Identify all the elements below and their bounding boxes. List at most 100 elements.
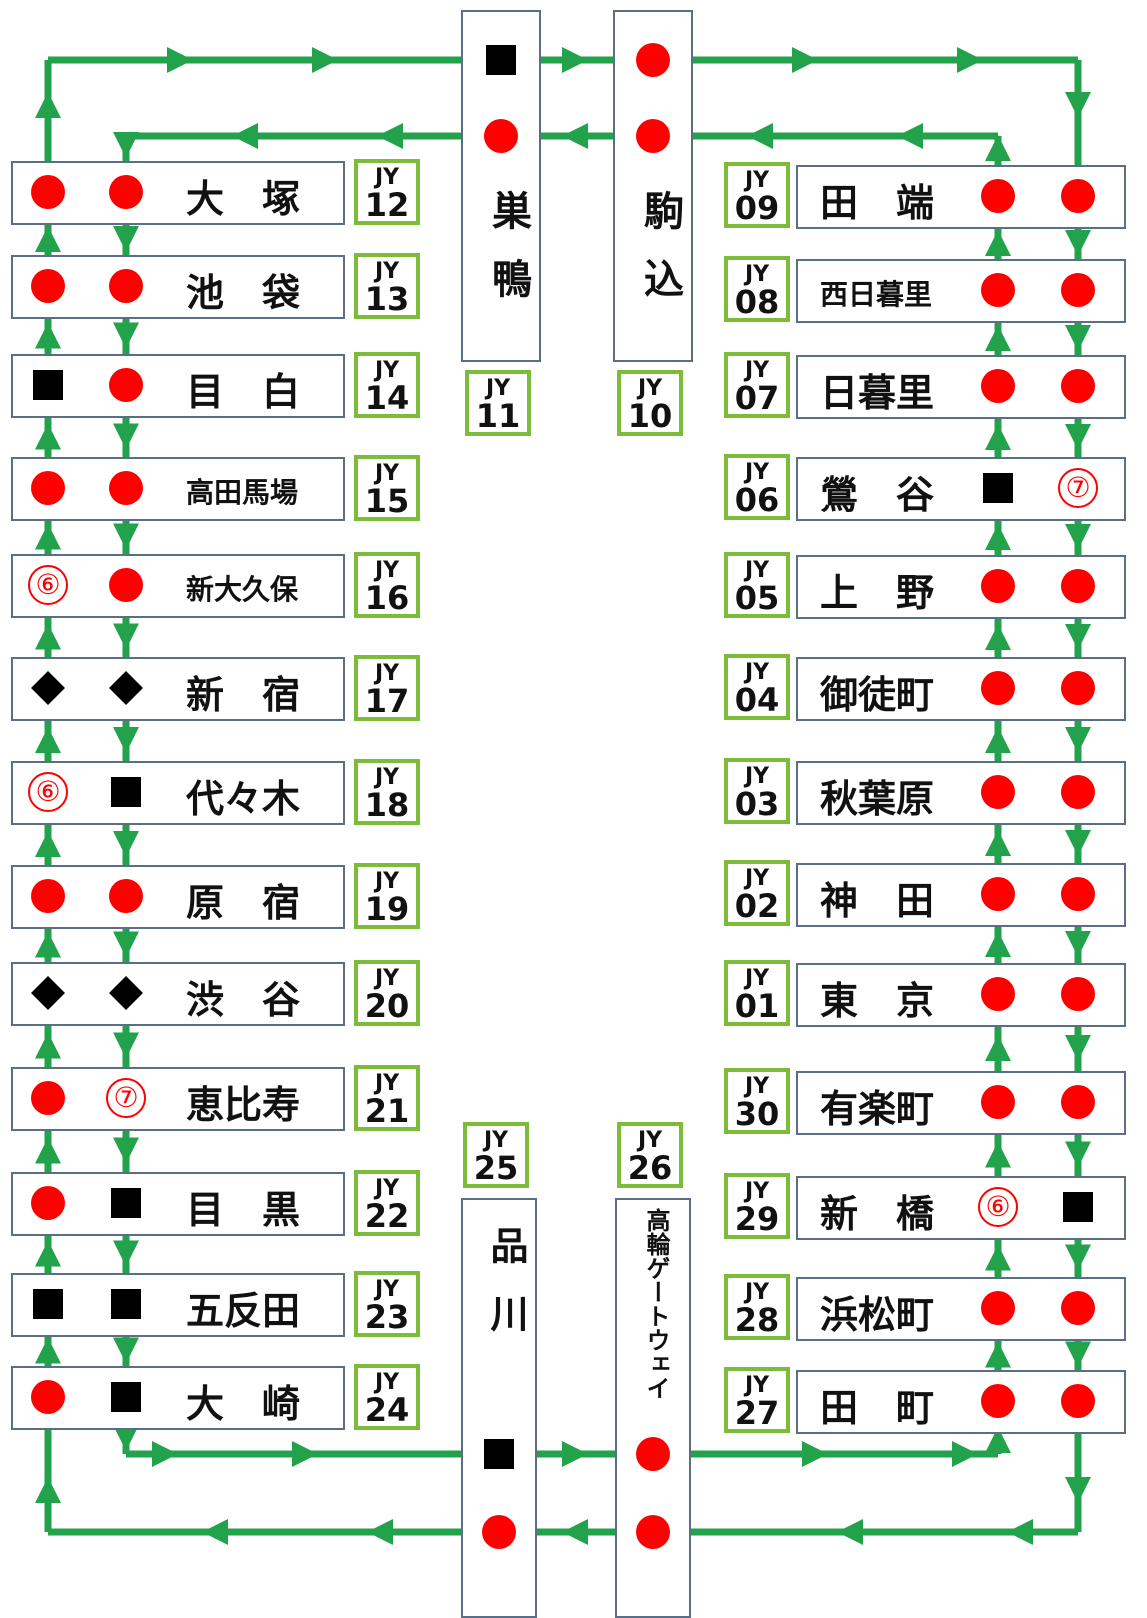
station-name: 東 京 xyxy=(820,979,935,1024)
code-number: 04 xyxy=(734,681,780,719)
red-dot-icon xyxy=(1061,179,1095,213)
arrow-down-icon xyxy=(113,226,139,252)
arrow-down-icon xyxy=(1065,424,1091,450)
black-square-icon xyxy=(983,473,1013,503)
circled-number-icon: ⑥ xyxy=(978,1187,1018,1227)
code-prefix: JY xyxy=(374,869,400,894)
code-number: 11 xyxy=(475,397,521,435)
circled-number-icon: ⑦ xyxy=(1058,468,1098,508)
code-prefix: JY xyxy=(744,1373,770,1398)
red-dot-icon xyxy=(1061,1085,1095,1119)
station-box xyxy=(11,255,345,319)
red-dot-icon xyxy=(482,1515,516,1549)
arrow-down-icon xyxy=(1065,1035,1091,1061)
arrow-down-icon xyxy=(113,831,139,857)
arrow-left-icon xyxy=(232,123,258,149)
arrow-down-icon xyxy=(113,623,139,650)
red-dot-icon xyxy=(31,175,65,209)
arrow-right-icon xyxy=(167,47,193,73)
code-prefix: JY xyxy=(744,1074,770,1099)
red-dot-icon xyxy=(981,1291,1015,1325)
arrow-up-icon xyxy=(985,1141,1011,1168)
station-box xyxy=(11,457,345,521)
arrow-down-icon xyxy=(1065,931,1091,957)
arrow-up-icon xyxy=(35,92,61,118)
red-dot-icon xyxy=(31,1186,65,1220)
station-box xyxy=(11,1273,345,1337)
black-square-icon xyxy=(33,370,63,400)
red-dot-icon xyxy=(109,568,143,602)
arrow-right-icon xyxy=(312,47,338,73)
red-dot-icon xyxy=(31,1081,65,1115)
arrow-right-icon xyxy=(952,1441,978,1467)
code-prefix: JY xyxy=(374,1071,400,1096)
code-number: 24 xyxy=(364,1391,410,1429)
code-prefix: JY xyxy=(744,558,770,583)
code-prefix: JY xyxy=(374,165,400,190)
station-name: 浜松町 xyxy=(820,1293,935,1338)
arrow-down-icon xyxy=(1065,325,1091,351)
arrow-up-icon xyxy=(985,325,1011,351)
red-dot-icon xyxy=(1061,369,1095,403)
code-prefix: JY xyxy=(744,660,770,685)
arrow-up-icon xyxy=(35,523,61,550)
code-prefix: JY xyxy=(744,966,770,991)
arrow-left-icon xyxy=(897,123,923,149)
arrow-up-icon xyxy=(35,727,61,753)
arrow-down-icon xyxy=(1065,92,1091,118)
arrow-down-icon xyxy=(113,931,139,958)
red-dot-icon xyxy=(1061,1291,1095,1325)
station-name: 日暮里 xyxy=(820,371,935,416)
code-prefix: JY xyxy=(374,358,400,383)
station-box xyxy=(796,555,1126,619)
arrow-up-icon xyxy=(35,831,61,857)
station-box xyxy=(11,865,345,929)
station-name: 巣鴨 xyxy=(485,190,531,326)
arrow-down-icon xyxy=(1065,624,1091,650)
code-number: 25 xyxy=(473,1149,519,1187)
arrow-down-icon xyxy=(113,1240,139,1267)
arrow-down-icon xyxy=(113,1137,139,1164)
black-square-icon xyxy=(111,1188,141,1218)
red-dot-icon xyxy=(981,877,1015,911)
station-name: 上 野 xyxy=(820,571,935,616)
station-box xyxy=(11,962,345,1026)
arrow-right-icon xyxy=(152,1441,178,1467)
black-square-icon xyxy=(111,1289,141,1319)
arrow-up-icon xyxy=(35,1337,61,1364)
red-dot-icon xyxy=(1061,671,1095,705)
code-prefix: JY xyxy=(744,168,770,193)
arrow-left-icon xyxy=(377,123,403,149)
arrow-left-icon xyxy=(747,123,773,149)
arrow-left-icon xyxy=(837,1519,863,1545)
code-prefix: JY xyxy=(374,461,400,486)
code-number: 21 xyxy=(364,1092,410,1130)
code-prefix: JY xyxy=(744,358,770,383)
arrow-down-icon xyxy=(113,423,139,450)
station-name: 渋 谷 xyxy=(186,978,301,1023)
arrow-up-icon xyxy=(35,623,61,650)
arrow-right-icon xyxy=(792,47,818,73)
red-dot-icon xyxy=(981,273,1015,307)
arrow-up-icon xyxy=(35,1477,61,1503)
arrow-left-icon xyxy=(202,1519,228,1545)
arrow-right-icon xyxy=(292,1441,318,1467)
black-square-icon xyxy=(111,777,141,807)
arrow-right-icon xyxy=(957,47,983,73)
red-dot-icon xyxy=(981,671,1015,705)
red-dot-icon xyxy=(109,879,143,913)
arrow-right-icon xyxy=(562,47,588,73)
arrow-up-icon xyxy=(985,1244,1011,1271)
arrow-up-icon xyxy=(985,424,1011,450)
